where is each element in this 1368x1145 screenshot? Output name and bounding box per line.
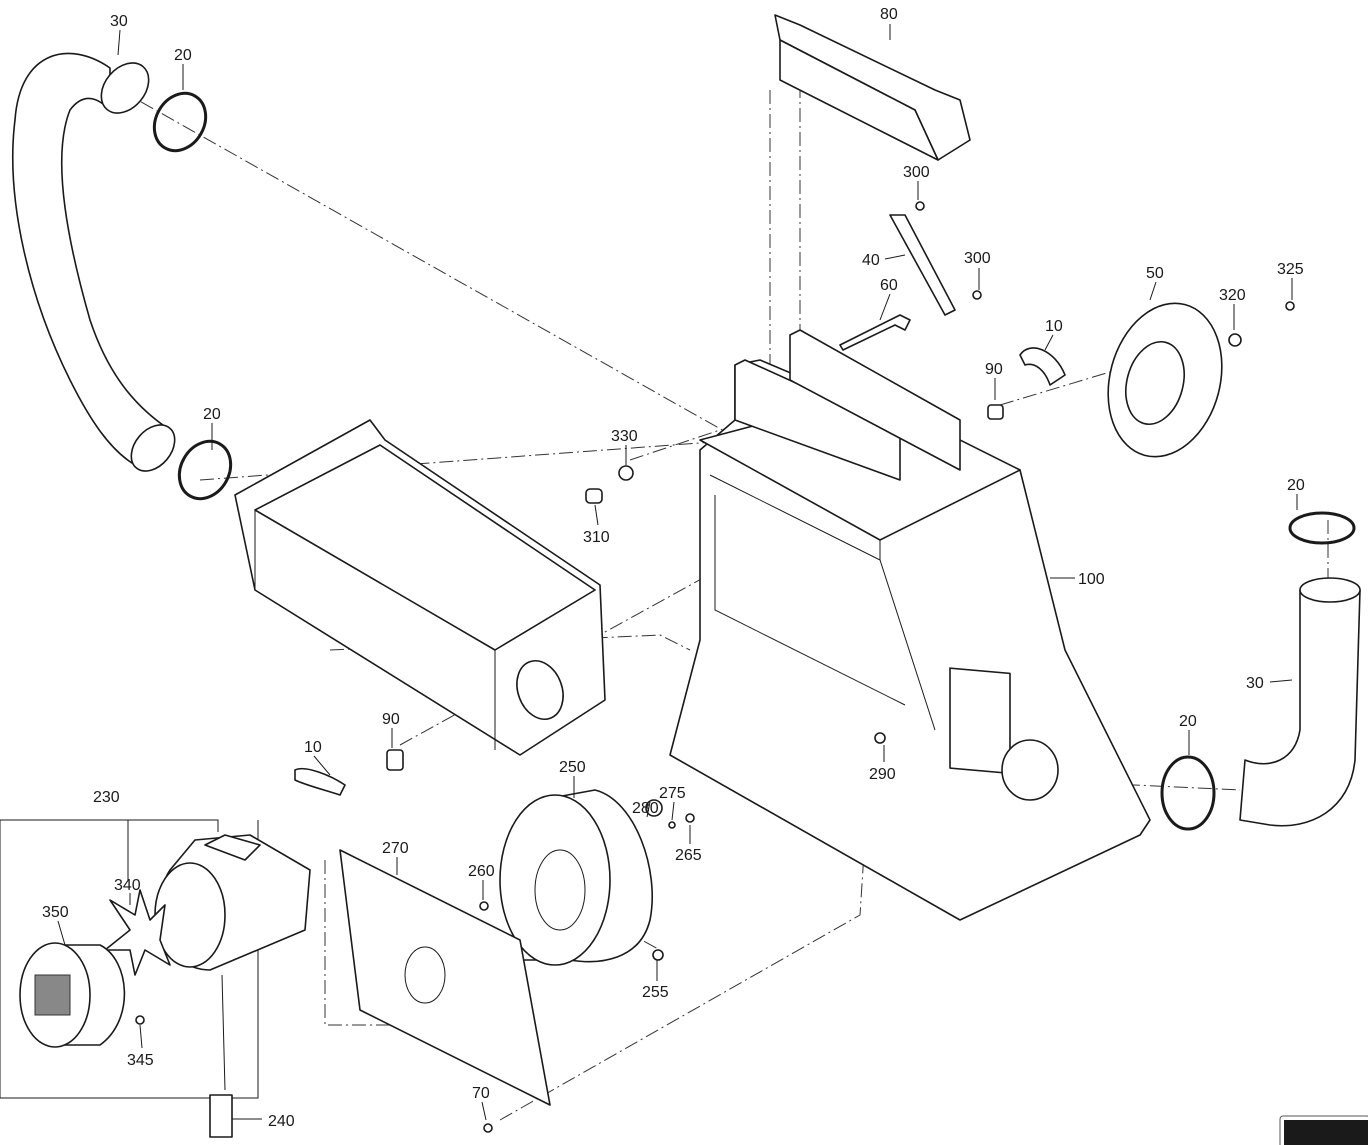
label-housing: 100: [1078, 571, 1105, 588]
motor: [154, 834, 311, 971]
label-cable-plug: 240: [268, 1113, 295, 1130]
hose-clamp-mid: [177, 439, 233, 501]
label-hose-right: 30: [1246, 675, 1264, 692]
hose-top-left: [12, 52, 171, 466]
logo-badge: [1279, 1115, 1368, 1145]
label-fan-cover: 350: [42, 904, 69, 921]
motor-cable: [221, 974, 226, 1091]
assembly-lines: [119, 60, 1329, 1121]
fan-cover: [19, 942, 126, 1048]
label-screw-255: 255: [642, 984, 669, 1001]
label-clamp-mid: 20: [203, 406, 221, 423]
part-labels: 30 20 20 80 300 40 300 60 10 50 320 325 …: [42, 6, 1305, 1130]
label-screw-265: 265: [675, 847, 702, 864]
label-nut-310: 310: [583, 529, 610, 546]
main-housing: [669, 329, 1151, 921]
label-hose-top: 30: [110, 13, 128, 30]
label-spacer-right: 90: [985, 361, 1003, 378]
motor-assembly-bracket: [0, 819, 259, 1099]
gas-spring: [889, 214, 956, 316]
label-cover: 80: [880, 6, 898, 23]
hose-clamp-top: [152, 91, 208, 153]
label-clamp-top: 20: [174, 47, 192, 64]
label-screw-300b: 300: [964, 250, 991, 267]
screws: [135, 201, 1295, 1133]
lever-right: [1019, 347, 1066, 386]
label-screw-70: 70: [472, 1085, 490, 1102]
lever-left: [294, 767, 346, 796]
leader-lines: [57, 24, 1298, 1121]
label-washer-280: 280: [632, 800, 659, 817]
label-screw-290: 290: [869, 766, 896, 783]
label-spacer-left: 90: [382, 711, 400, 728]
label-gas-spring: 40: [862, 252, 880, 269]
label-screw-345: 345: [127, 1052, 154, 1069]
label-washer-275: 275: [659, 785, 686, 802]
label-lever-left: 10: [304, 739, 322, 756]
label-screw-300a: 300: [903, 164, 930, 181]
label-washer-330: 330: [611, 428, 638, 445]
label-lever-right: 10: [1045, 318, 1063, 335]
label-plate: 270: [382, 840, 409, 857]
label-screw-325: 325: [1277, 261, 1304, 278]
label-clamp-right: 20: [1179, 713, 1197, 730]
label-motor-assembly: 230: [93, 789, 120, 806]
label-clamp-right-top: 20: [1287, 477, 1305, 494]
hose-clamp-right: [1160, 755, 1216, 831]
label-flange: 50: [1146, 265, 1164, 282]
cable-plug: [209, 1094, 233, 1138]
motor-fan: [104, 889, 171, 976]
label-washer-320: 320: [1219, 287, 1246, 304]
label-motor-fan: 340: [114, 877, 141, 894]
label-bolt: 60: [880, 277, 898, 294]
filter-box: [234, 419, 606, 756]
bolt: [839, 314, 911, 351]
hose-clamp-right-top: [1288, 511, 1356, 545]
label-fan-wheel: 250: [559, 759, 586, 776]
hose-right: [1239, 589, 1361, 827]
label-screw-260: 260: [468, 863, 495, 880]
